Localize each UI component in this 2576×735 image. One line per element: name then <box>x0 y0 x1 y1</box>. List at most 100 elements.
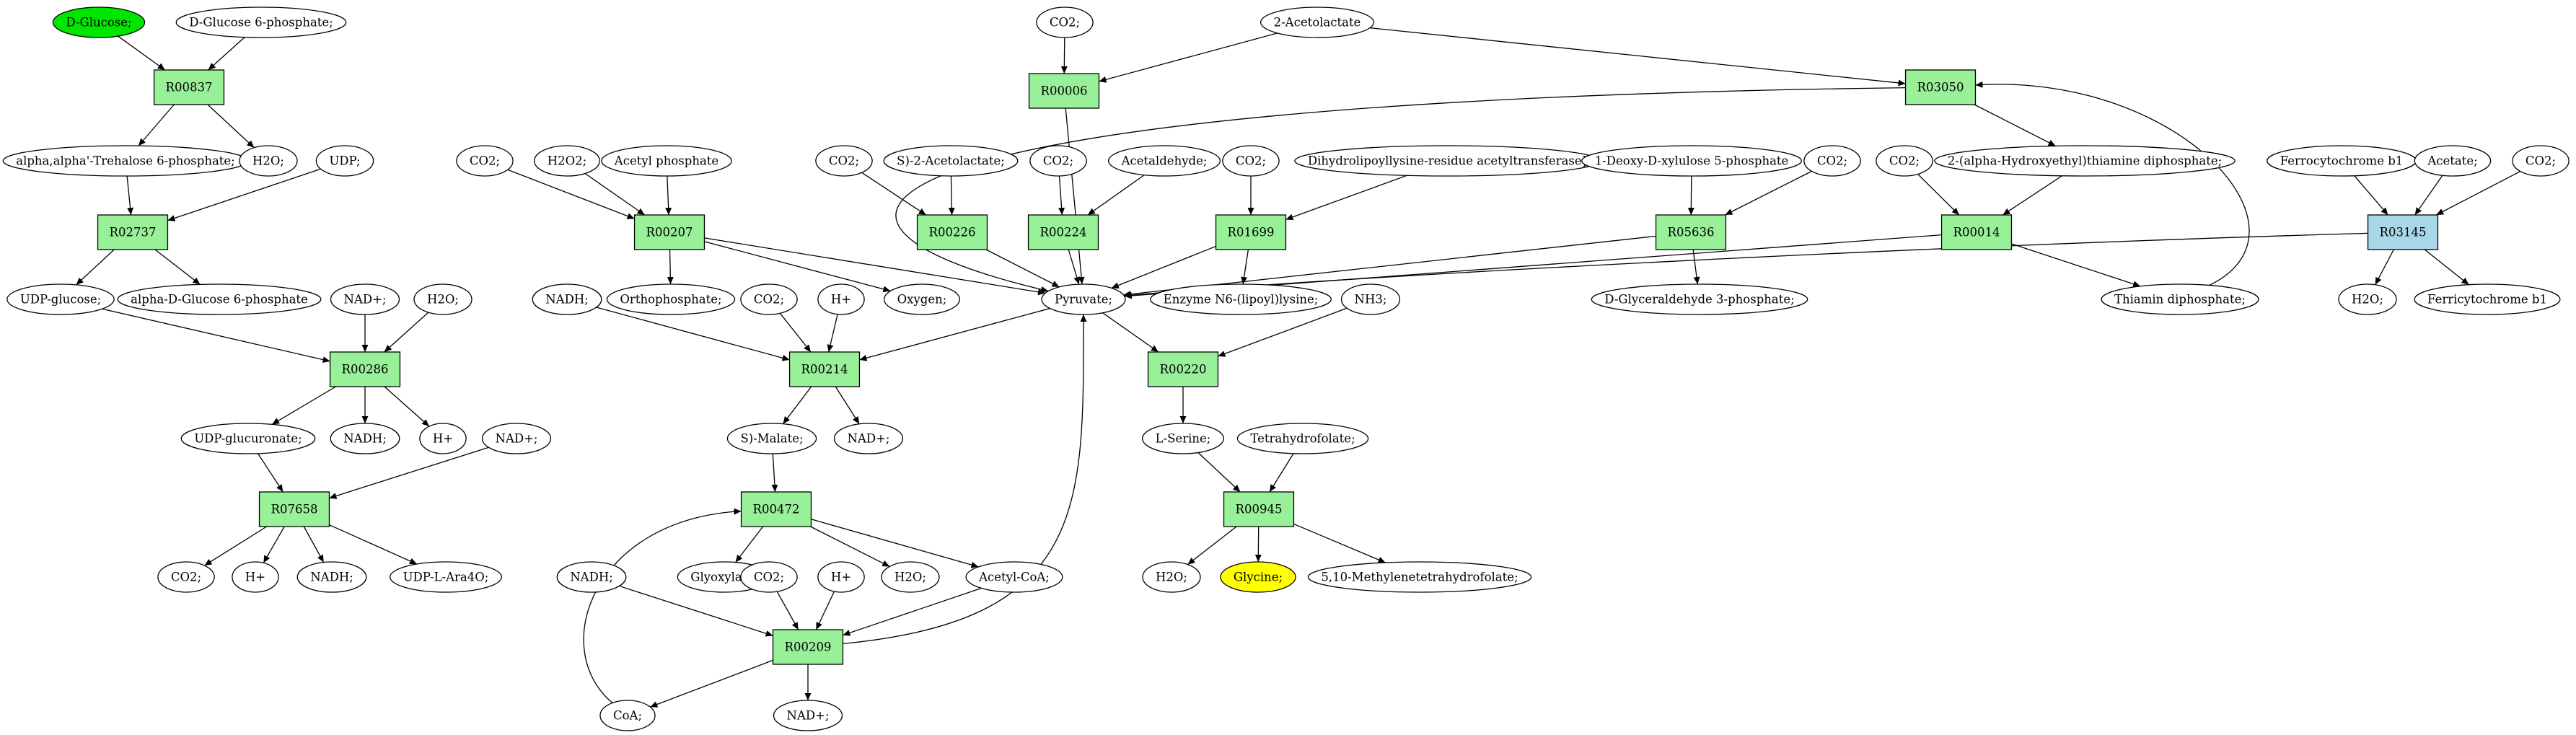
reaction-box <box>258 491 330 527</box>
metabolite-ellipse <box>330 423 400 454</box>
edge-arrow <box>704 237 1046 296</box>
edge-arrow <box>735 526 764 563</box>
edge-arrow <box>258 453 283 493</box>
edge-arrow <box>985 249 1060 288</box>
metabolite-label: Acetyl phosphate <box>614 154 718 168</box>
edge-arrow <box>596 307 790 361</box>
edge-arrow <box>329 446 489 499</box>
metabolite-node: UDP-glucuronate; <box>180 423 316 454</box>
metabolite-node: D-Glucose; <box>52 6 146 38</box>
metabolite-node: UDP-L-Ara4O; <box>390 561 502 593</box>
metabolite-ellipse <box>2101 283 2259 315</box>
metabolite-label: CO2; <box>470 154 500 168</box>
metabolite-node: S)-2-Acetolactate; <box>883 145 1019 177</box>
edge-arrow <box>665 175 672 216</box>
reaction-node: R00006 <box>1028 73 1100 109</box>
edge-arrow <box>138 104 175 146</box>
metabolite-label: UDP-glucuronate; <box>194 432 302 446</box>
edge-arrow <box>1692 249 1700 285</box>
edge-arrow <box>1254 526 1262 563</box>
metabolite-label: Ferricytochrome b1 <box>2427 293 2547 307</box>
metabolite-ellipse <box>881 561 940 593</box>
metabolite-node: CO2; <box>815 145 873 177</box>
reaction-label: R00214 <box>801 363 848 377</box>
edge-arrow <box>208 37 245 71</box>
metabolite-ellipse <box>117 283 322 315</box>
metabolite-ellipse <box>740 283 798 315</box>
metabolite-label: H2O; <box>1156 571 1187 584</box>
metabolite-label: NADH; <box>310 571 353 584</box>
edge-arrow <box>1058 175 1065 216</box>
metabolite-ellipse <box>296 561 367 593</box>
metabolite-label: 2-(alpha-Hydroxyethyl)thiamine diphospha… <box>1948 154 2222 168</box>
edge-arrow <box>827 314 838 353</box>
metabolite-ellipse <box>1236 423 1369 454</box>
metabolite-node: Dihydrolipoyllysine-residue acetyltransf… <box>1294 145 1600 177</box>
edge-arrow <box>1293 523 1386 563</box>
metabolite-label: D-Glyceraldehyde 3-phosphate; <box>1604 293 1794 307</box>
reaction-label: R07658 <box>271 503 318 516</box>
metabolite-label: H2O; <box>894 571 926 584</box>
edge-arrow <box>776 591 799 630</box>
metabolite-node: H2O; <box>413 283 472 315</box>
metabolite-ellipse <box>419 423 467 454</box>
reaction-label: R03145 <box>2380 226 2427 239</box>
metabolite-label: D-Glucose 6-phosphate; <box>189 16 333 30</box>
metabolite-label: H+ <box>831 293 851 307</box>
metabolite-node: H2O; <box>239 145 298 177</box>
metabolite-node: NADH; <box>330 423 400 454</box>
metabolite-label: 1-Deoxy-D-xylulose 5-phosphate <box>1595 154 1789 168</box>
reaction-node: R00220 <box>1147 351 1219 387</box>
reaction-node: R03145 <box>2367 214 2439 250</box>
metabolite-label: NAD+; <box>344 293 387 307</box>
reaction-label: R02737 <box>110 226 157 239</box>
metabolite-node: alpha-D-Glucose 6-phosphate <box>117 283 322 315</box>
metabolite-label: S)-2-Acetolactate; <box>897 154 1005 168</box>
metabolite-node: CO2; <box>740 561 798 593</box>
metabolite-node: L-Serine; <box>1141 423 1225 454</box>
edge-arrow <box>779 312 812 353</box>
metabolite-label: UDP; <box>329 154 360 168</box>
metabolite-ellipse <box>315 145 374 177</box>
metabolite-node: CO2; <box>1029 145 1087 177</box>
metabolite-label: CO2; <box>2526 154 2556 168</box>
metabolite-node: Oxygen; <box>884 283 960 315</box>
metabolite-ellipse <box>1876 145 1933 177</box>
metabolite-ellipse <box>481 423 552 454</box>
reaction-node: R00014 <box>1940 214 2013 250</box>
metabolite-label: alpha-D-Glucose 6-phosphate <box>131 293 308 307</box>
reaction-label: R00286 <box>342 363 389 377</box>
metabolite-node: H+ <box>817 283 865 315</box>
edge-arrow <box>782 386 812 425</box>
metabolite-node: Acetaldehyde; <box>1107 145 1221 177</box>
metabolite-label: Acetyl-CoA; <box>978 571 1050 584</box>
metabolite-ellipse <box>2414 145 2492 177</box>
edge-arrow <box>815 591 835 630</box>
metabolite-label: H+ <box>245 571 265 584</box>
metabolite-node: CO2; <box>1876 145 1933 177</box>
metabolite-label: Ferrocytochrome b1 <box>2280 154 2404 168</box>
metabolite-node: NADH; <box>532 283 602 315</box>
edge-arrow <box>835 386 860 425</box>
metabolite-node: Ferricytochrome b1 <box>2414 283 2561 315</box>
metabolite-ellipse <box>1340 283 1401 315</box>
reaction-box <box>1147 351 1219 387</box>
reaction-label: R00945 <box>1236 503 1283 516</box>
edges-layer <box>76 27 2521 708</box>
metabolite-ellipse <box>534 145 600 177</box>
nodes-layer: D-Glucose; D-Glucose 6-phosphate; R00837 al… <box>2 6 2570 731</box>
metabolite-ellipse <box>817 561 865 593</box>
reaction-label: R00837 <box>166 81 213 94</box>
metabolite-ellipse <box>239 145 298 177</box>
metabolite-label: NADH; <box>545 293 589 307</box>
metabolite-label: S)-Malate; <box>740 432 803 446</box>
metabolite-node: CO2; <box>1222 145 1280 177</box>
metabolite-node: Acetate; <box>2414 145 2492 177</box>
metabolite-label: alpha,alpha'-Trehalose 6-phosphate; <box>16 154 235 168</box>
edge-arrow <box>1187 526 1237 565</box>
reaction-node: R01699 <box>1215 214 1287 250</box>
reaction-label: R00209 <box>785 641 832 654</box>
metabolite-label: H+ <box>433 432 453 446</box>
reaction-box <box>1223 491 1295 527</box>
edge-arrow <box>1102 312 1159 353</box>
